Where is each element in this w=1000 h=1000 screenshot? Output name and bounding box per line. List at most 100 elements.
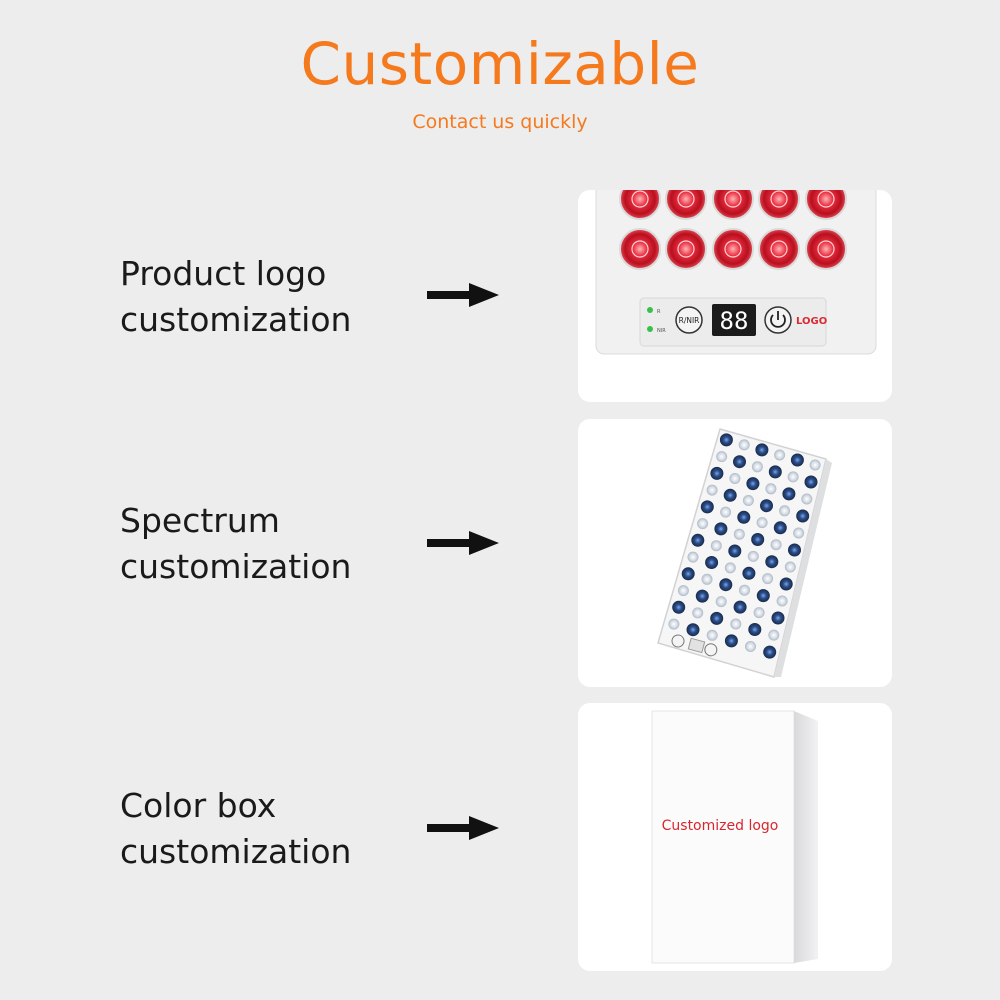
display-digits: 88 xyxy=(720,307,749,335)
white-led-icon xyxy=(747,550,759,562)
blue-led-icon xyxy=(737,510,751,524)
white-led-icon xyxy=(701,573,713,585)
blue-led-icon xyxy=(748,623,762,636)
blue-led-icon xyxy=(686,623,700,637)
digital-display xyxy=(687,637,706,654)
white-led-icon xyxy=(770,539,782,551)
white-led-icon xyxy=(706,629,718,641)
power-button[interactable] xyxy=(703,642,718,657)
blue-led-icon xyxy=(760,499,773,513)
panel-logo-text: LOGO xyxy=(796,316,827,327)
blue-led-icon xyxy=(788,543,801,557)
indicator-label-nir: NIR xyxy=(657,328,666,334)
white-led-icon xyxy=(677,585,689,597)
mode-button[interactable] xyxy=(671,634,686,649)
white-led-icon xyxy=(753,607,765,619)
red-led-icon xyxy=(805,190,847,220)
blue-led-icon xyxy=(681,567,695,581)
page-title: Customizable xyxy=(300,30,700,98)
blue-led-icon xyxy=(700,500,714,514)
blue-led-icon xyxy=(779,577,793,591)
packaging-box: Customized logo xyxy=(651,710,818,964)
box-logo-text: Customized logo xyxy=(662,818,779,834)
white-led-icon xyxy=(762,573,774,585)
arrow-right-icon xyxy=(427,816,499,840)
mode-button-label: R/NIR xyxy=(679,316,700,325)
blue-led-icon xyxy=(672,600,686,614)
blue-led-icon xyxy=(710,611,724,625)
white-led-icon xyxy=(692,607,704,619)
blue-led-icon xyxy=(719,578,733,592)
row-label-line: customization xyxy=(120,300,352,339)
blue-led-icon xyxy=(695,589,709,603)
indicator-light xyxy=(647,307,653,313)
blue-led-icon xyxy=(763,645,777,659)
blue-led-icon xyxy=(723,488,737,502)
white-led-icon xyxy=(724,562,736,574)
blue-led-icon xyxy=(755,443,769,457)
row-label-line: customization xyxy=(120,547,352,586)
blue-led-icon xyxy=(771,611,785,625)
row-label-color-box: Color box customization xyxy=(120,783,420,875)
white-led-icon xyxy=(776,595,788,607)
white-led-icon xyxy=(706,484,718,496)
white-led-icon xyxy=(733,528,745,540)
red-led-icon xyxy=(665,228,707,270)
blue-led-icon xyxy=(728,544,742,558)
white-led-icon xyxy=(768,629,780,641)
indicator-label-r: R xyxy=(657,309,661,315)
product-logo-image: R NIR R/NIR 88 LOGO xyxy=(578,190,892,402)
power-icon xyxy=(770,314,786,328)
row-label-line: Product logo xyxy=(120,254,327,293)
blue-led-icon xyxy=(691,533,705,547)
blue-led-icon xyxy=(804,475,818,489)
blue-led-icon xyxy=(714,522,728,536)
row-label-line: Color box xyxy=(120,786,277,825)
white-led-icon xyxy=(668,618,680,630)
red-led-icon xyxy=(665,190,707,220)
indicator-light xyxy=(647,326,653,332)
white-led-icon xyxy=(720,506,732,518)
blue-led-icon xyxy=(733,455,746,469)
red-led-icon xyxy=(712,190,754,220)
blue-led-icon xyxy=(796,509,810,523)
white-led-icon xyxy=(687,551,699,563)
blue-led-icon xyxy=(765,555,779,569)
white-led-icon xyxy=(739,584,750,596)
mode-button[interactable] xyxy=(675,306,703,334)
white-led-icon xyxy=(793,527,805,539)
blue-led-icon xyxy=(710,466,724,480)
white-led-icon xyxy=(738,439,750,451)
white-led-icon xyxy=(801,493,813,505)
white-led-icon xyxy=(809,459,821,471)
arrow-right-icon xyxy=(427,531,499,555)
color-box-image: Customized logo xyxy=(578,703,892,971)
blue-led-icon xyxy=(724,634,738,648)
blue-led-icon xyxy=(790,453,804,467)
spectrum-image xyxy=(578,419,892,687)
blue-led-icon xyxy=(746,477,760,491)
white-led-icon xyxy=(742,495,754,506)
contact-link[interactable]: Contact us quickly xyxy=(412,111,588,133)
white-led-icon xyxy=(784,561,796,573)
blue-led-icon xyxy=(773,521,787,535)
white-led-icon xyxy=(756,517,768,529)
white-led-icon xyxy=(710,540,722,552)
blue-led-icon xyxy=(751,533,765,546)
white-led-icon xyxy=(730,618,742,630)
blue-led-icon xyxy=(719,433,733,447)
white-led-icon xyxy=(716,451,728,463)
white-led-icon xyxy=(715,596,727,608)
blue-led-icon xyxy=(733,600,747,614)
blue-led-icon xyxy=(782,487,796,501)
blue-led-icon xyxy=(742,566,756,580)
white-led-icon xyxy=(745,641,756,652)
mixed-led-grid xyxy=(668,433,821,659)
white-led-icon xyxy=(779,505,791,517)
white-led-icon xyxy=(729,473,741,484)
blue-led-icon xyxy=(768,465,782,479)
white-led-icon xyxy=(765,483,777,495)
blue-led-icon xyxy=(756,589,770,603)
red-led-icon xyxy=(805,228,847,270)
red-led-icon xyxy=(619,190,661,220)
